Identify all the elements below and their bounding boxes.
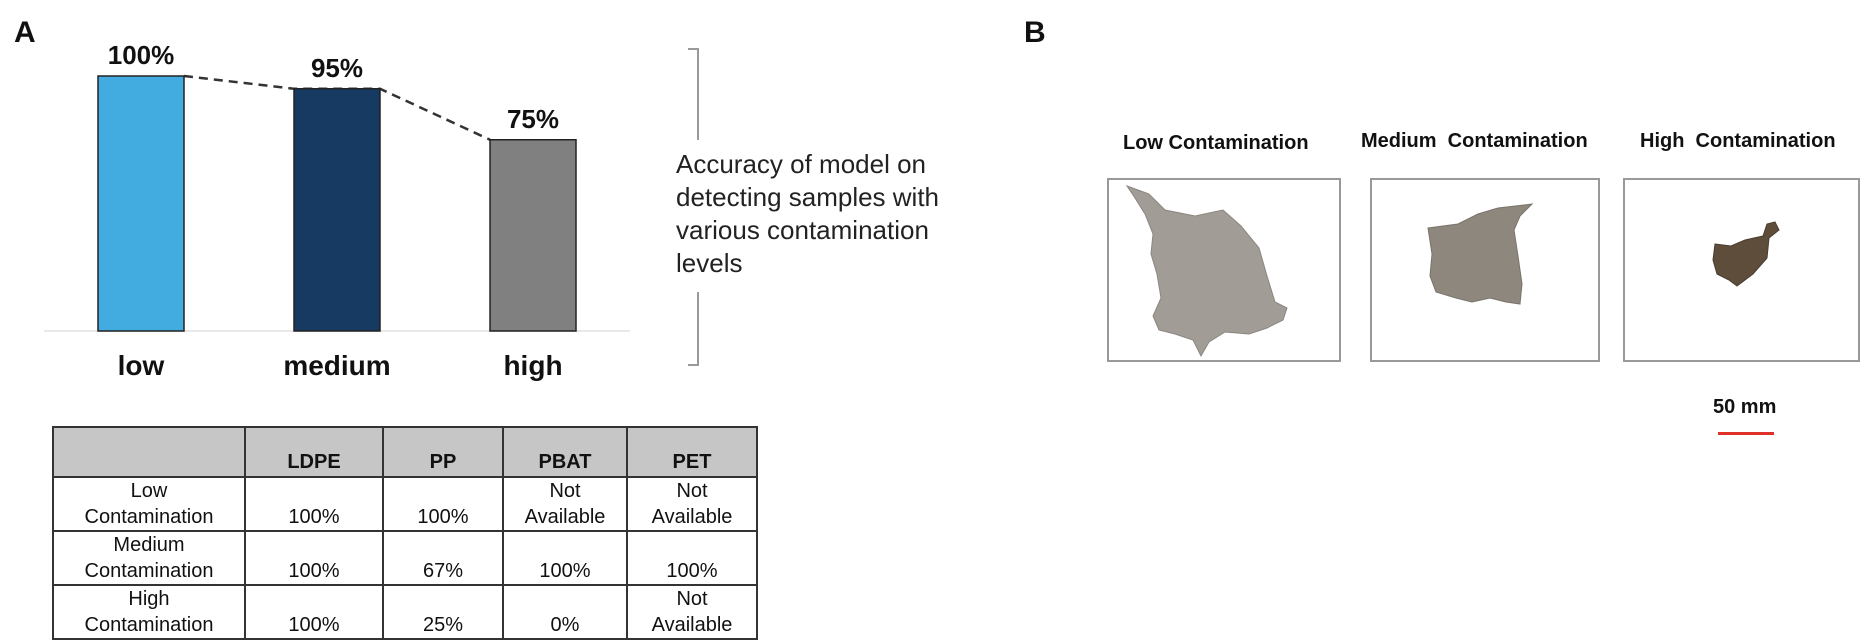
bar-low — [97, 75, 185, 332]
table-cell: 100% — [382, 476, 504, 532]
chart-caption: Accuracy of model on detecting samples w… — [676, 149, 940, 278]
sample-shape — [1427, 203, 1534, 305]
sample-label-medium: Medium Contamination — [1361, 130, 1588, 152]
category-label: high — [503, 350, 562, 381]
bar-high — [489, 139, 577, 332]
sample-image-medium — [1370, 178, 1600, 362]
category-label: medium — [283, 350, 390, 381]
sample-label-high: High Contamination — [1640, 130, 1836, 152]
bar-medium — [293, 88, 381, 332]
sample-shape — [1125, 185, 1288, 358]
category-label: low — [118, 350, 165, 381]
table-header-cell: PP — [382, 426, 504, 478]
table-header-cell: LDPE — [244, 426, 384, 478]
table-cell: 100% — [244, 476, 384, 532]
table-header-cell — [52, 426, 246, 478]
table-cell: 100% — [244, 530, 384, 586]
accuracy-bar-chart: 100% low 95% medium 75% high — [44, 40, 630, 381]
panel-label-a: A — [14, 16, 36, 49]
table-cell: 25% — [382, 584, 504, 640]
sample-image-low — [1107, 178, 1341, 362]
scale-bar — [1718, 432, 1774, 435]
sample-image-high — [1623, 178, 1860, 362]
scale-bar-label: 50 mm — [1713, 396, 1777, 418]
table-header-cell: PET — [626, 426, 758, 478]
table-cell: 100% — [626, 530, 758, 586]
sample-label-low: Low Contamination — [1123, 132, 1309, 154]
bar-value-label: 100% — [108, 40, 175, 70]
table-cell: 100% — [244, 584, 384, 640]
sample-shape — [1712, 221, 1780, 287]
panel-label-b: B — [1024, 16, 1046, 49]
bar-value-label: 95% — [311, 53, 363, 83]
table-cell: 67% — [382, 530, 504, 586]
table-header-cell: PBAT — [502, 426, 628, 478]
table-cell: 100% — [502, 530, 628, 586]
table-cell: 0% — [502, 584, 628, 640]
bar-value-label: 75% — [507, 104, 559, 134]
table-header-row: LDPE PP PBAT PET — [52, 426, 758, 478]
